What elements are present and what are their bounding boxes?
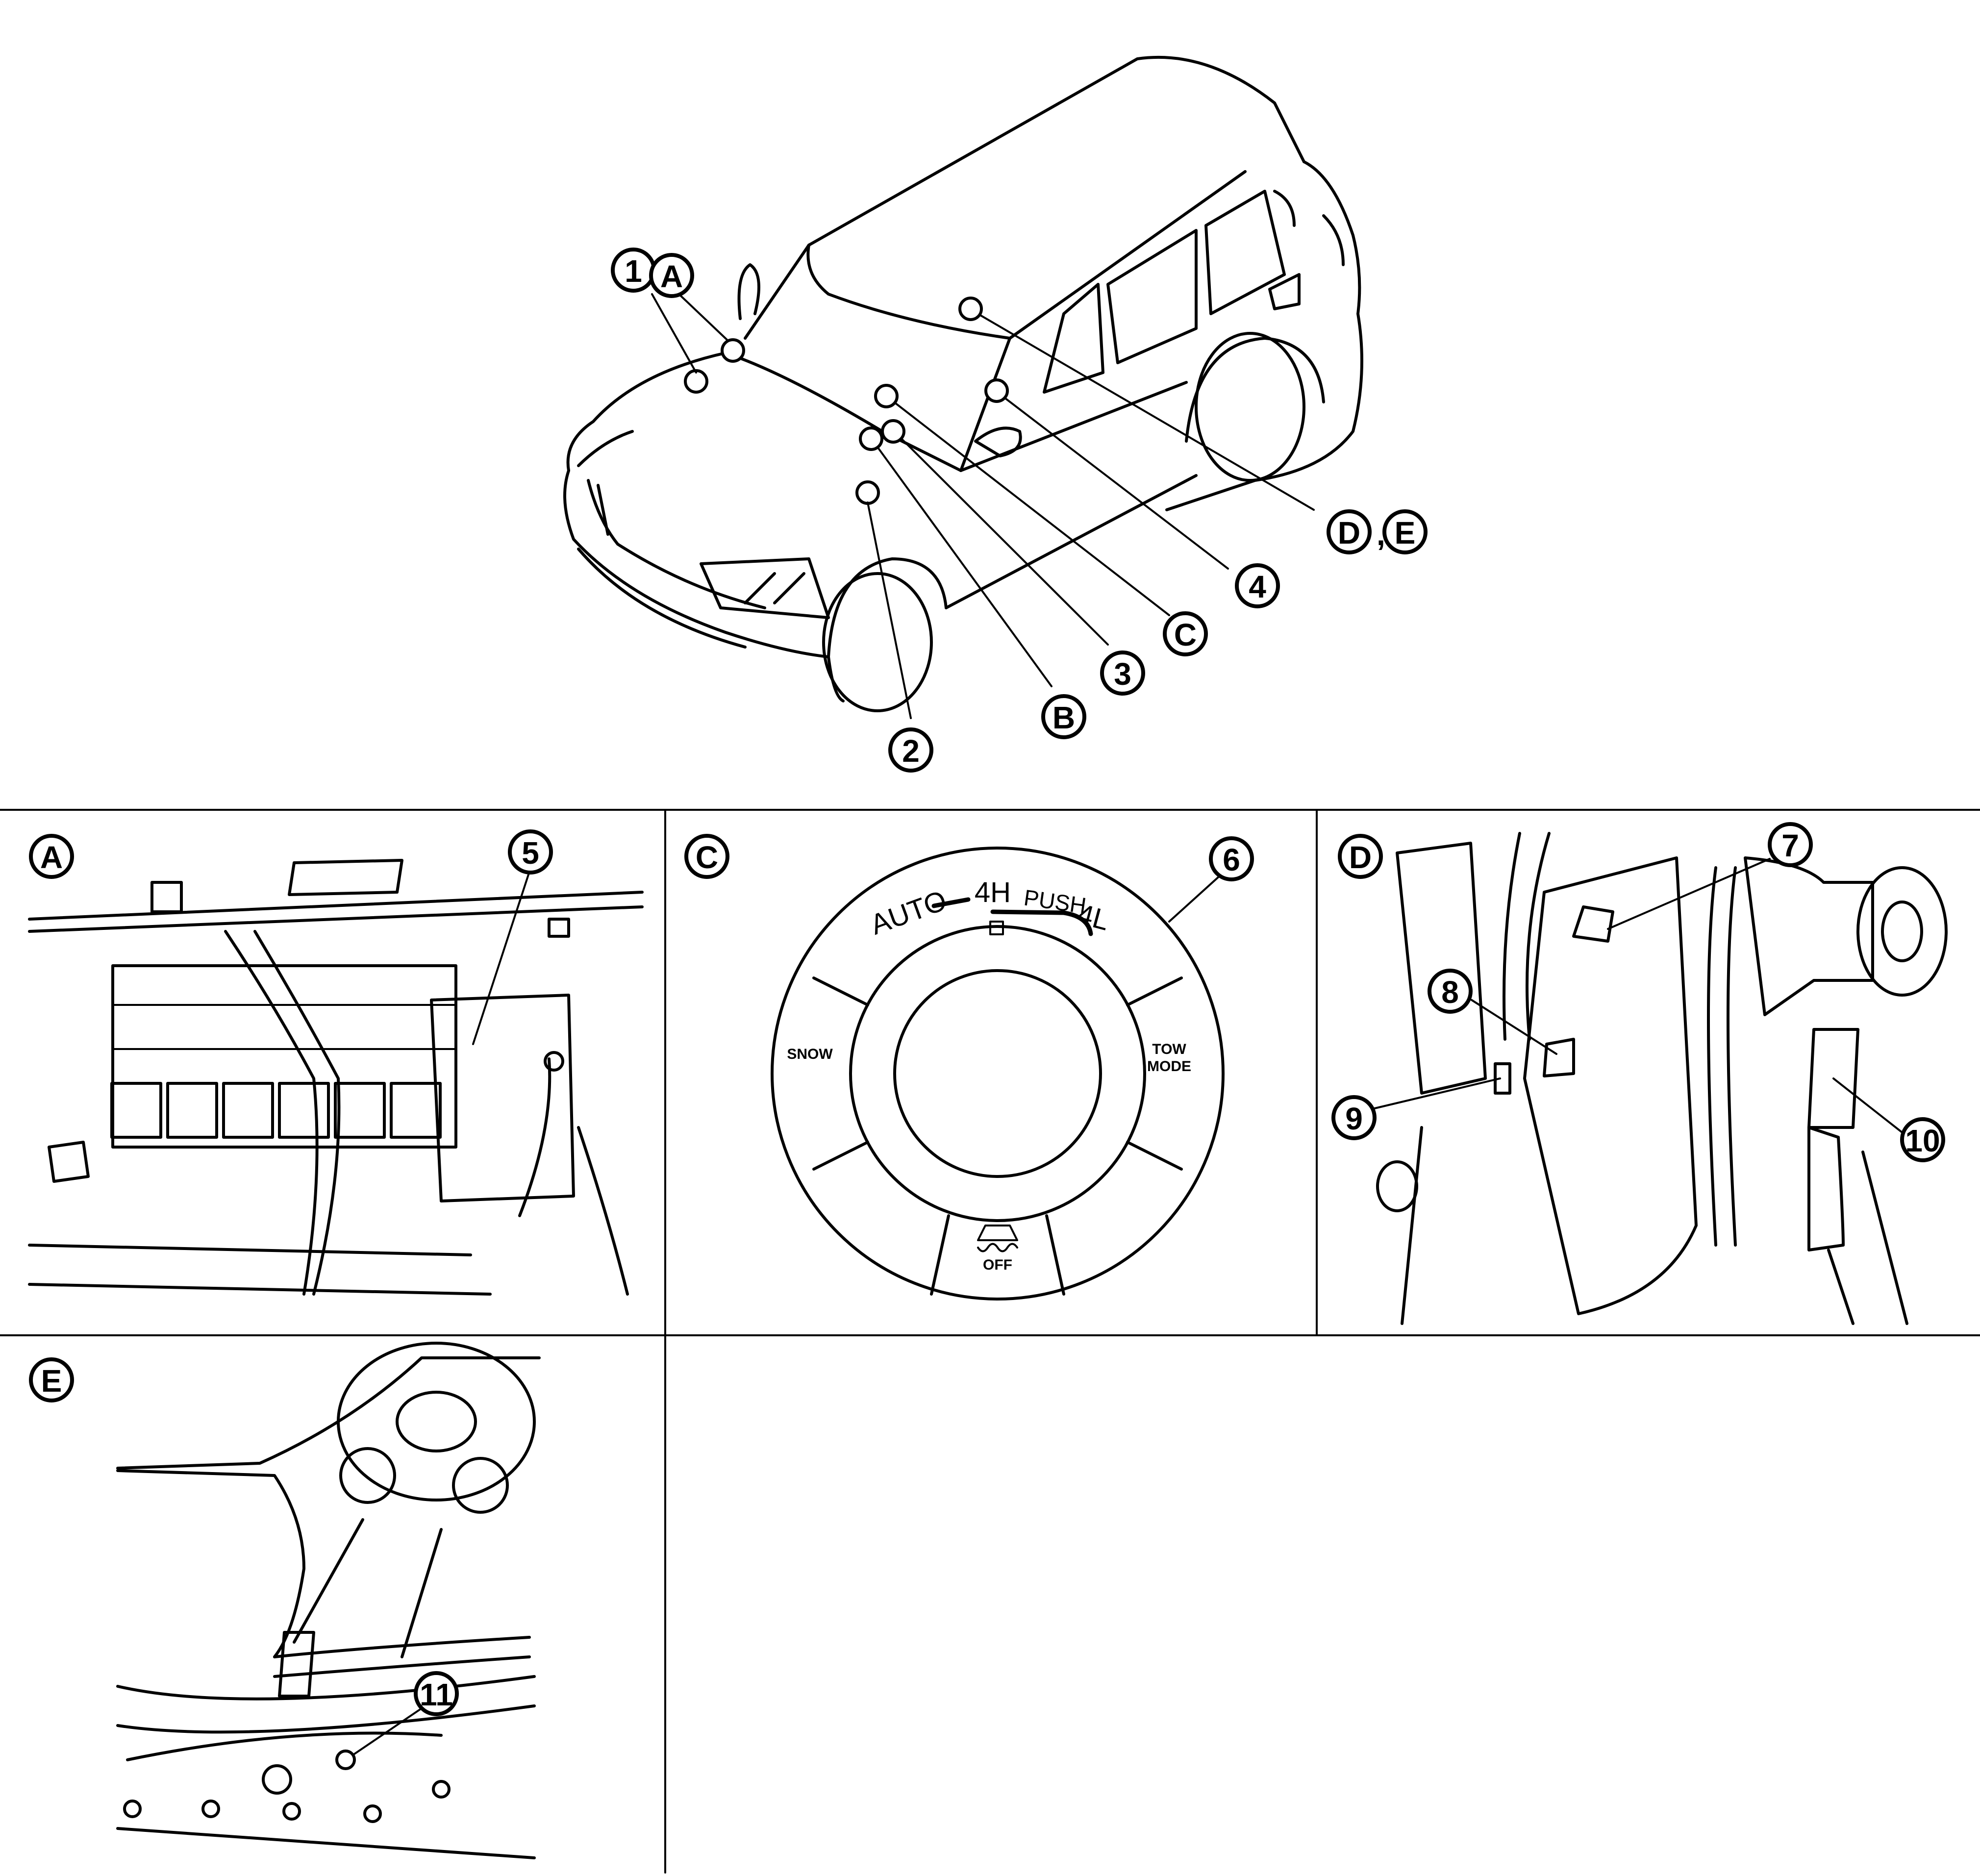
switch-4h-label: 4H: [975, 876, 1011, 908]
location-markers: [684, 297, 1009, 505]
callout-1: 1: [611, 248, 656, 293]
location-marker-4: [984, 378, 1009, 403]
callout-1-label: 1: [625, 253, 642, 289]
callout-3: 3: [1100, 650, 1145, 696]
leader-lines: [651, 293, 1315, 719]
callout-b: B: [1041, 694, 1086, 739]
switch-tow-label: TOW: [1152, 1041, 1186, 1057]
callout-2-label: 2: [902, 733, 920, 769]
callout-9: 9: [1331, 1095, 1377, 1140]
callout-3-label: 3: [1114, 656, 1131, 692]
svg-text:E: E: [41, 1363, 62, 1399]
vehicle-overview: 1 A 2 B 3 C 4 D ,: [563, 55, 1428, 773]
svg-text:6: 6: [1223, 842, 1240, 877]
heater-unit-cells: [110, 1082, 442, 1139]
location-marker-c: [874, 384, 899, 408]
location-marker-b: [859, 426, 883, 451]
location-marker-d-e: [958, 297, 983, 321]
panel-grid: [0, 809, 1980, 1874]
svg-text:8: 8: [1441, 975, 1459, 1010]
callout-c-label: C: [1174, 617, 1197, 652]
switch-off-label: OFF: [983, 1257, 1012, 1273]
panel-e: E 11: [29, 1342, 541, 1859]
panel-e-illustration: [116, 1342, 541, 1859]
panel-e-letter: E: [29, 1357, 74, 1402]
panel-d-illustration: [1372, 832, 1948, 1325]
callout-4-label: 4: [1249, 569, 1266, 604]
callout-11: 11: [414, 1671, 459, 1716]
four-wheel-drive-switch: AUTO 4H PUSH 4L SNOW TOW MODE OFF: [771, 847, 1225, 1301]
panel-d: D 7: [1331, 822, 1948, 1325]
switch-mode-label: MODE: [1147, 1058, 1191, 1075]
callout-comma: ,: [1377, 517, 1385, 552]
callout-d-label: D: [1338, 515, 1360, 550]
svg-text:7: 7: [1781, 828, 1799, 863]
panel-a-illustration: [28, 859, 644, 1296]
vehicle-outline: [563, 55, 1363, 712]
callout-b-label: B: [1053, 700, 1075, 735]
switch-auto-label: AUTO: [866, 884, 951, 941]
svg-text:D: D: [1349, 840, 1372, 875]
callout-a-label: A: [660, 259, 683, 294]
panel-c-letter: C: [684, 834, 729, 879]
callout-4: 4: [1235, 563, 1280, 608]
callout-d-vehicle: D: [1327, 509, 1372, 554]
callout-e-vehicle: E: [1382, 509, 1428, 554]
location-marker-3: [881, 419, 905, 444]
callout-2: 2: [888, 727, 933, 773]
svg-text:A: A: [40, 840, 63, 875]
panel-d-letter: D: [1338, 834, 1383, 879]
location-marker-a: [721, 338, 745, 363]
location-marker-2: [855, 480, 880, 505]
callout-e-label: E: [1395, 515, 1416, 550]
svg-text:10: 10: [1905, 1123, 1940, 1158]
svg-text:11: 11: [420, 1677, 453, 1712]
callout-7: 7: [1768, 822, 1813, 867]
callout-10: 10: [1900, 1117, 1945, 1162]
svg-text:5: 5: [522, 835, 539, 871]
callout-5: 5: [508, 829, 553, 875]
vdc-off-icon: [977, 1225, 1018, 1252]
svg-text:C: C: [696, 840, 718, 875]
panel-c: C AUTO 4H PUSH 4L SNOW TOW MODE: [684, 834, 1254, 1301]
callout-a-vehicle: A: [649, 253, 694, 298]
callout-8: 8: [1428, 969, 1473, 1014]
switch-snow-label: SNOW: [787, 1046, 833, 1062]
callout-c-vehicle: C: [1163, 611, 1208, 656]
panel-a-letter: A: [29, 834, 74, 879]
location-marker-1: [684, 369, 708, 394]
callout-6: 6: [1209, 836, 1254, 881]
svg-text:9: 9: [1345, 1101, 1363, 1136]
panel-a: A: [28, 829, 644, 1296]
